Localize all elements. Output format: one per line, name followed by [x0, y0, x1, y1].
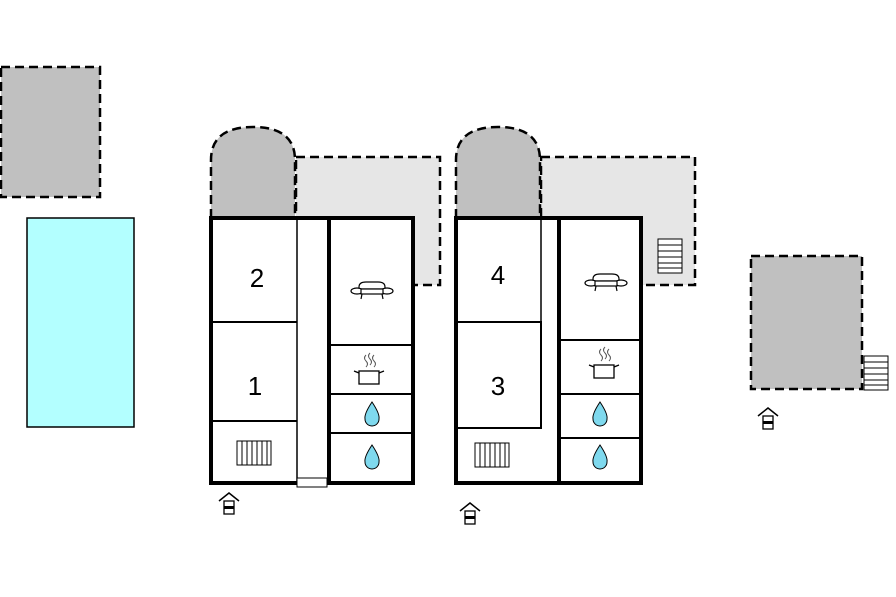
outbuilding-right: [749, 254, 889, 430]
covered-arch-house-1: [209, 125, 297, 218]
doorway-house-1: [296, 477, 328, 488]
house-1-outline: [209, 216, 415, 485]
room-label-1: 1: [248, 371, 262, 401]
house-1: 2 1: [209, 125, 442, 515]
entrance-icon: [218, 492, 240, 515]
room-label-2: 2: [250, 263, 264, 293]
stairs-icon: [657, 238, 683, 274]
covered-area-right: [749, 254, 864, 391]
stairs-icon: [863, 355, 889, 391]
entrance-icon: [459, 502, 481, 525]
entrance-icon: [757, 407, 779, 430]
radiator-icon: [474, 442, 510, 468]
house-2: 4 3: [454, 125, 697, 525]
swimming-pool: [26, 217, 135, 428]
room-label-4: 4: [491, 260, 505, 290]
covered-area-top-left: [0, 65, 102, 199]
radiator-icon: [236, 440, 272, 466]
room-label-3: 3: [491, 371, 505, 401]
covered-arch-house-2: [454, 125, 542, 218]
